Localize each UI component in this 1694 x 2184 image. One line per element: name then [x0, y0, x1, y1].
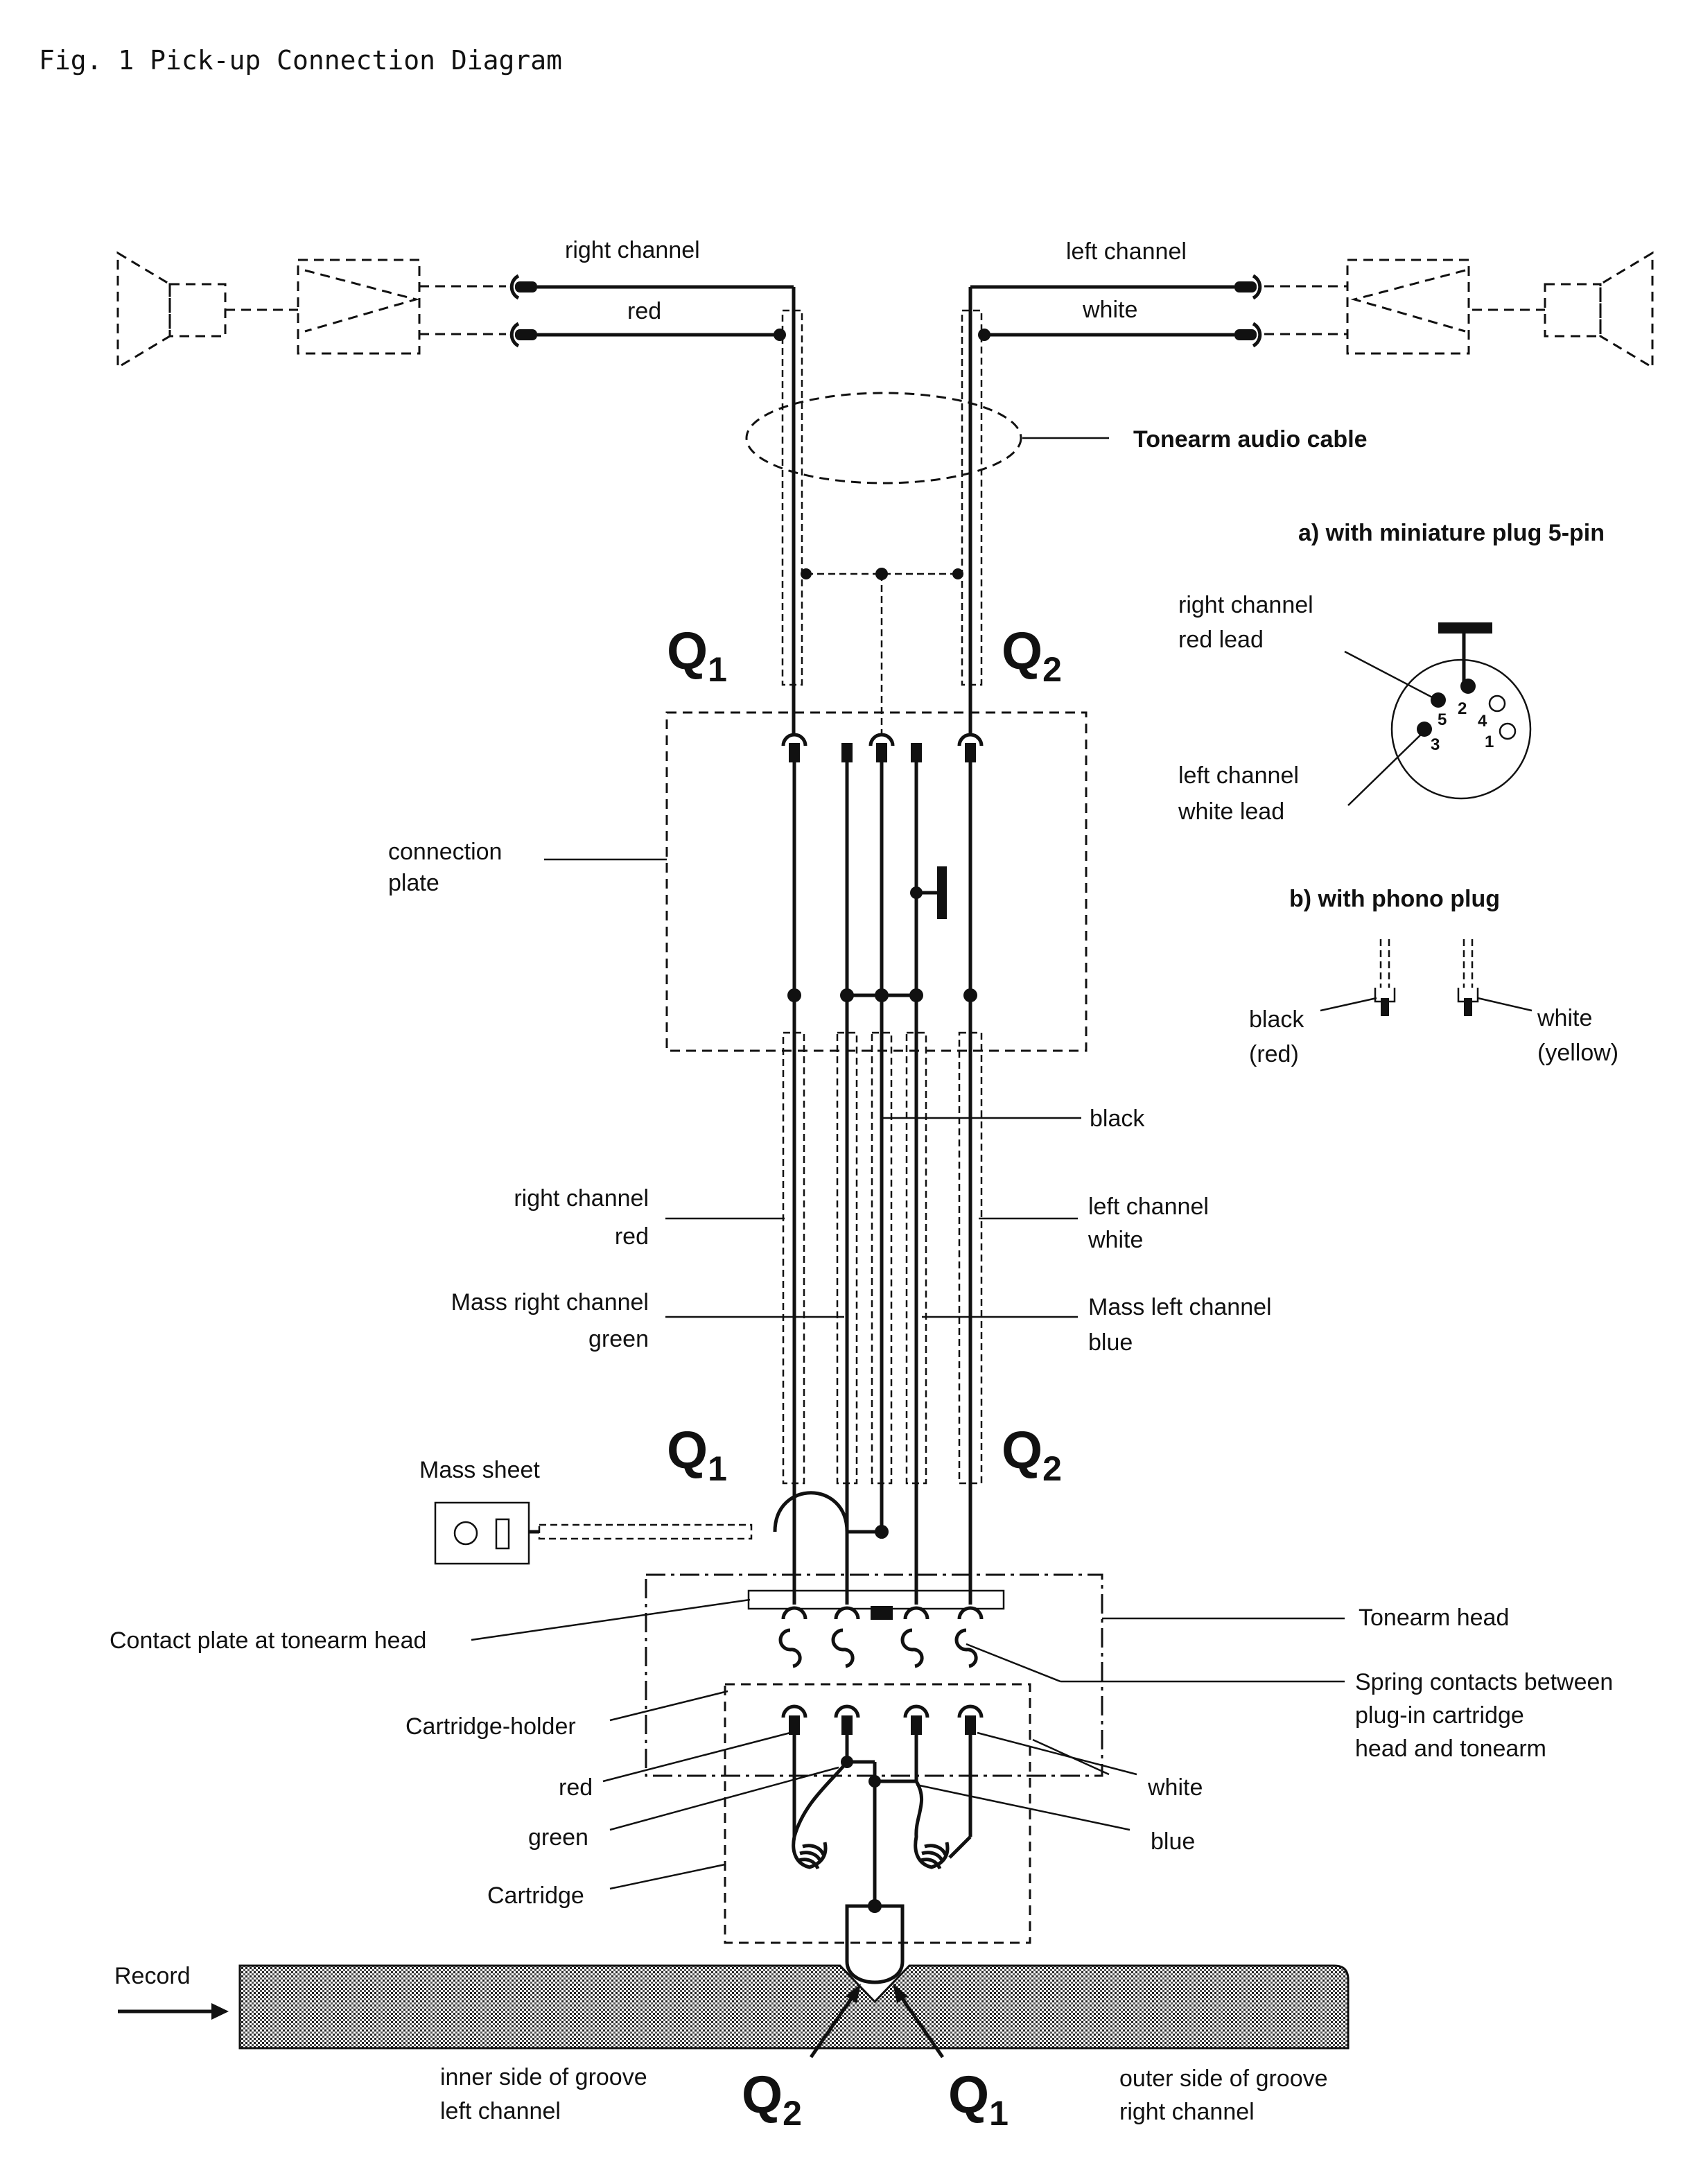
plug-a-title: a) with miniature plug 5-pin — [1298, 520, 1605, 546]
q2-upper-label: Q2 — [1002, 622, 1062, 689]
left-speaker-amplifier — [116, 251, 506, 369]
outer-groove-label-line2: right channel — [1119, 2099, 1255, 2125]
outer-groove-label-line1: outer side of groove — [1119, 2065, 1328, 2092]
connection-plate-label-line2: plate — [388, 870, 439, 896]
pin-3-label: 3 — [1431, 735, 1440, 754]
tonearm-audio-cable-label: Tonearm audio cable — [1133, 426, 1368, 453]
plug-b-right-line1: white — [1537, 1005, 1592, 1031]
plug-b-left-line2: (red) — [1249, 1041, 1299, 1067]
spring-contacts-label-line1: Spring contacts between — [1355, 1669, 1613, 1695]
mass-sheet-label: Mass sheet — [419, 1457, 540, 1483]
figure-title: Fig. 1 Pick-up Connection Diagram — [39, 45, 562, 76]
cartridge-holder-label: Cartridge-holder — [405, 1713, 576, 1740]
plug-b-right-line2: (yellow) — [1537, 1040, 1618, 1066]
blue-wire-label: blue — [1088, 1329, 1133, 1356]
cartridge-green-label: green — [528, 1824, 588, 1851]
q1-groove-label: Q1 — [948, 2065, 1008, 2133]
plug-a-left-line1: left channel — [1178, 762, 1299, 789]
cartridge-blue-label: blue — [1151, 1828, 1195, 1855]
right-channel-label: right channel — [514, 1185, 649, 1212]
spring-contacts-label-line3: head and tonearm — [1355, 1736, 1546, 1762]
inner-groove-label-line2: left channel — [440, 2098, 561, 2124]
top-red-label: red — [627, 298, 661, 324]
top-white-label: white — [1082, 297, 1137, 323]
pin-1-label: 1 — [1485, 733, 1494, 751]
contact-plate-label: Contact plate at tonearm head — [110, 1627, 426, 1654]
pin-2-label: 2 — [1458, 699, 1467, 718]
q1-upper-label: Q1 — [667, 622, 727, 689]
pin-5-label: 5 — [1438, 710, 1447, 729]
miniature-plug-5-pin: 1 2 3 4 5 — [1344, 622, 1532, 806]
pin-4-label: 4 — [1478, 712, 1487, 731]
plug-a-left-line2: white lead — [1178, 798, 1284, 825]
mass-right-channel-label: Mass right channel — [451, 1289, 649, 1316]
plug-b-title: b) with phono plug — [1289, 886, 1500, 912]
spring-contacts-label-line2: plug-in cartridge — [1355, 1702, 1524, 1729]
tonearm-audio-cable-upper — [745, 287, 1109, 735]
top-left-channel-label: left channel — [1066, 238, 1187, 265]
top-right-channel-label: right channel — [565, 237, 700, 263]
green-wire-label: green — [588, 1326, 649, 1352]
mass-sheet — [434, 1491, 889, 1565]
cartridge-label: Cartridge — [487, 1882, 584, 1909]
cartridge-red-label: red — [559, 1774, 593, 1801]
black-wire-label: black — [1090, 1106, 1145, 1132]
tonearm-head-label: Tonearm head — [1359, 1605, 1509, 1631]
q2-lower-label: Q2 — [1002, 1421, 1062, 1488]
q2-groove-label: Q2 — [742, 2065, 802, 2133]
plug-a-right-line2: red lead — [1178, 627, 1264, 653]
inner-groove-label-line1: inner side of groove — [440, 2064, 647, 2090]
white-wire-label: white — [1088, 1227, 1143, 1253]
connection-plate-label-line1: connection — [388, 839, 502, 865]
tonearm-head — [471, 1573, 1345, 1777]
left-channel-output-jacks — [970, 274, 1262, 348]
red-wire-label: red — [615, 1223, 649, 1250]
mass-left-channel-label: Mass left channel — [1088, 1294, 1272, 1320]
plug-b-left-line1: black — [1249, 1006, 1304, 1033]
right-channel-output-jacks — [509, 274, 794, 348]
right-speaker-amplifier — [1264, 251, 1654, 369]
plug-a-right-line1: right channel — [1178, 592, 1313, 618]
q1-lower-label: Q1 — [667, 1421, 727, 1488]
tonearm-internal-cables — [665, 1031, 1081, 1485]
connection-plate — [544, 711, 1088, 1605]
record-label: Record — [114, 1963, 191, 1989]
cartridge — [724, 1683, 1031, 1984]
phono-plugs — [1320, 939, 1533, 1016]
cartridge-white-label: white — [1147, 1774, 1203, 1801]
spring-contacts — [778, 1606, 1345, 1683]
left-channel-label: left channel — [1088, 1194, 1209, 1220]
record — [118, 1964, 1350, 2059]
